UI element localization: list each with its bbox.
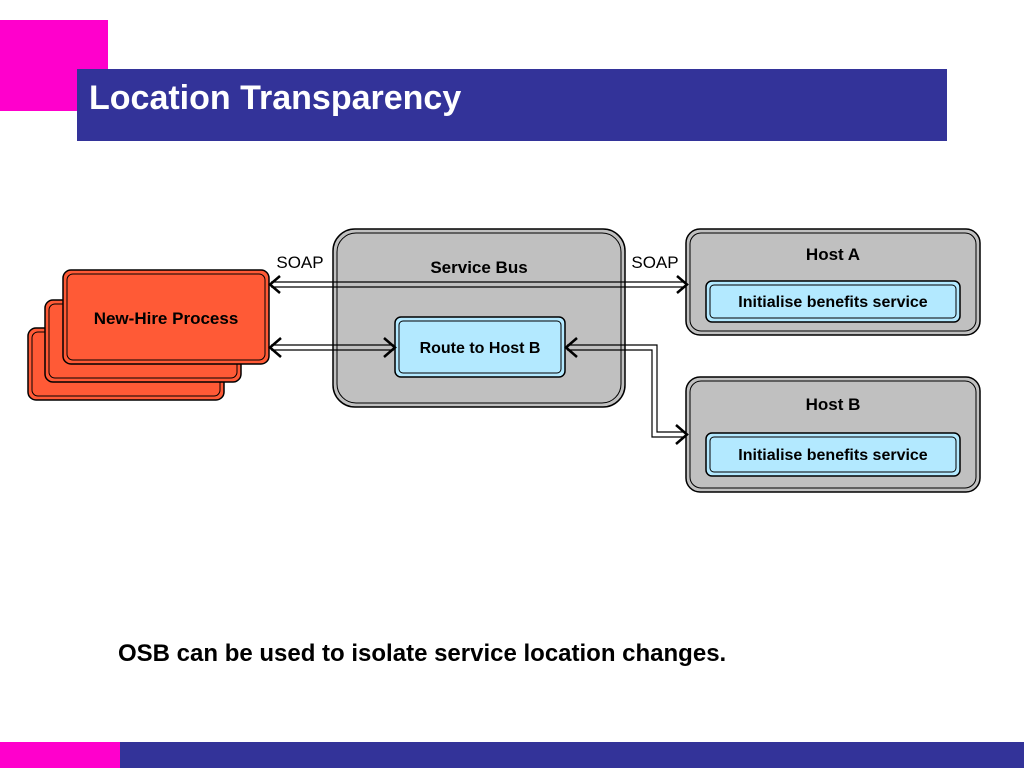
host-b-service-box	[705, 432, 961, 477]
connector-route-to-host-b	[564, 337, 689, 445]
host-a-service-box	[705, 280, 961, 323]
host-b-label: Host B	[806, 395, 861, 414]
host-b-service-label: Initialise benefits service	[738, 447, 928, 464]
host-b-container: Host B Initialise benefits service	[685, 376, 981, 493]
route-label: Route to Host B	[420, 340, 541, 357]
process-label: New-Hire Process	[94, 309, 239, 328]
slide-caption: OSB can be used to isolate service locat…	[118, 640, 727, 667]
new-hire-process-stack: New-Hire Process	[27, 269, 270, 401]
host-a-container: Host A Initialise benefits service	[685, 228, 981, 336]
footer-blue-bar	[120, 742, 1024, 768]
connector-process-to-route	[268, 337, 397, 358]
footer-pink-bar	[0, 742, 120, 768]
service-bus-container: Service Bus Route to Host B	[332, 228, 626, 408]
connector-process-to-host-a	[268, 275, 689, 294]
host-a-label: Host A	[806, 245, 860, 264]
soap-label-right: SOAP	[631, 253, 678, 272]
host-a-service-label: Initialise benefits service	[738, 294, 928, 311]
process-box	[62, 269, 270, 365]
slide-title: Location Transparency	[89, 79, 462, 117]
soap-label-left: SOAP	[276, 253, 323, 272]
service-bus-label: Service Bus	[430, 258, 527, 277]
title-bar: Location Transparency	[77, 69, 947, 141]
